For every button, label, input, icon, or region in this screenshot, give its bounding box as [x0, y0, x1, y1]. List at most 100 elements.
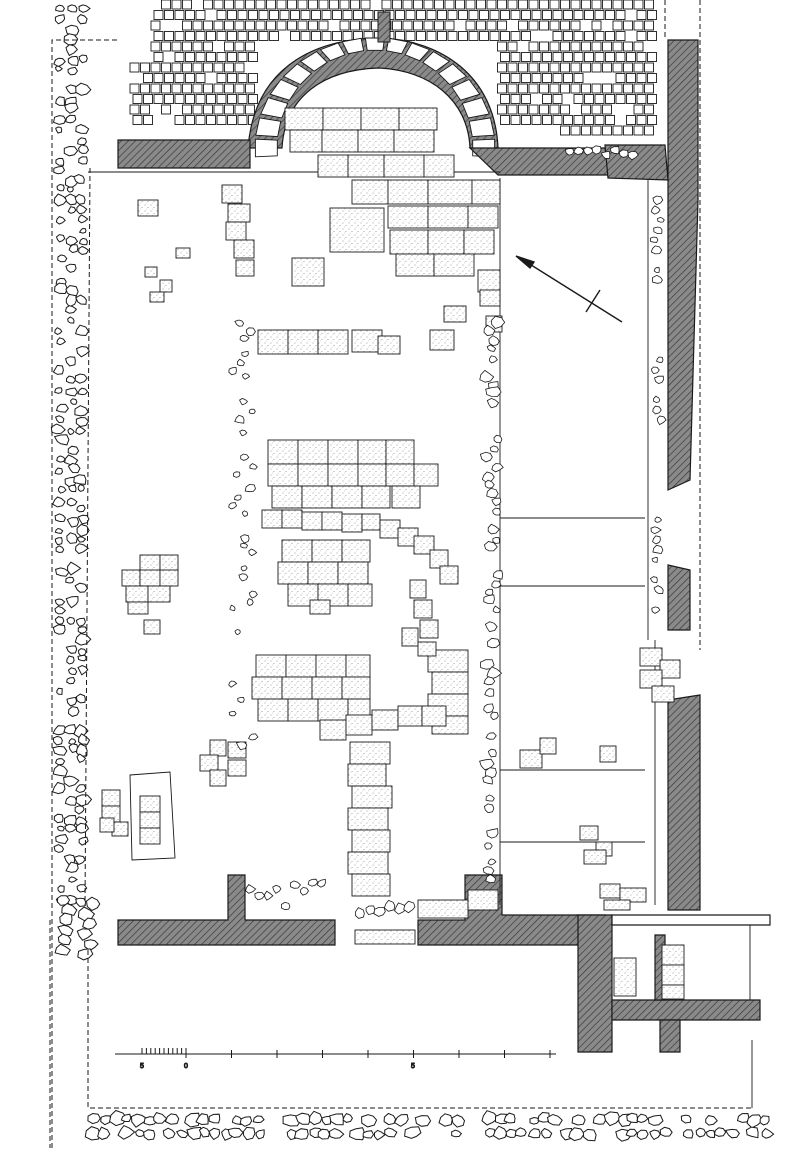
rubble-stone — [78, 836, 89, 846]
paving-tile — [245, 83, 255, 94]
paving-tile — [510, 73, 521, 83]
stone-block — [661, 964, 685, 986]
paving-tile — [339, 0, 350, 10]
paving-tile — [570, 62, 581, 73]
paving-tile — [549, 104, 560, 115]
paving-tile — [510, 10, 521, 20]
paving-tile — [318, 0, 329, 10]
rubble-stone — [65, 235, 79, 246]
paving-tile — [213, 20, 224, 31]
paving-tile — [447, 31, 458, 41]
paving-tile — [297, 20, 308, 31]
paving-tile — [549, 0, 560, 10]
paving-tile — [297, 0, 308, 10]
stone-block — [341, 676, 371, 700]
paving-tile — [507, 62, 518, 73]
rubble-stone — [87, 1112, 101, 1125]
stone-block — [315, 654, 347, 678]
dashed-outline — [49, 0, 752, 1148]
paving-tile — [521, 10, 531, 20]
rubble-stone — [245, 883, 257, 894]
paving-tile — [581, 41, 591, 52]
paving-tile — [224, 83, 234, 94]
rubble-stone — [55, 834, 69, 845]
paving-tile — [350, 0, 360, 10]
rubble-stone — [482, 866, 495, 875]
rubble-stone — [486, 487, 499, 499]
paving-tile — [549, 20, 560, 31]
paving-tile — [497, 0, 507, 10]
stone-block — [379, 519, 401, 539]
paving-tile — [245, 104, 255, 115]
stone-block — [277, 561, 309, 585]
paving-tile — [633, 62, 644, 73]
paving-tile — [486, 0, 497, 10]
rubble-stone — [66, 616, 76, 625]
paving-tile — [350, 20, 360, 31]
rubble-stone — [67, 462, 81, 474]
paving-tile — [510, 52, 521, 62]
paving-tile — [549, 62, 560, 73]
paving-tile — [234, 0, 245, 10]
paving-tile — [171, 0, 182, 10]
rubble-stone — [66, 517, 80, 528]
rubble-stone — [63, 775, 80, 788]
paving-tile — [185, 31, 195, 41]
paving-tile — [332, 10, 342, 20]
stone-block — [429, 549, 449, 569]
paving-tile — [237, 94, 248, 104]
rubble-stone — [403, 900, 416, 914]
stone-block — [419, 619, 439, 639]
rubble-stone — [77, 214, 89, 224]
rubble-stone — [68, 743, 79, 754]
stone-block — [147, 585, 171, 603]
paving-tile — [615, 52, 626, 62]
paving-tile — [584, 115, 594, 125]
paving-tile — [615, 10, 626, 20]
rubble-stone — [651, 606, 661, 614]
paving-tile — [132, 115, 143, 125]
rubble-stone — [120, 1113, 132, 1122]
paving-tile — [531, 52, 542, 62]
arch-voussoir — [404, 42, 431, 62]
rubble-stone — [654, 375, 664, 385]
paving-tile — [426, 31, 437, 41]
paving-tile — [234, 41, 245, 52]
paving-tile — [195, 73, 206, 83]
paving-tile — [224, 41, 234, 52]
stone-block — [361, 485, 391, 509]
paving-tile — [339, 20, 350, 31]
rubble-stone — [582, 1128, 597, 1142]
rubble-stone — [484, 621, 498, 633]
stone-block — [311, 539, 343, 563]
rubble-stone — [74, 324, 90, 337]
stone-block — [583, 849, 607, 865]
rubble-stone — [75, 693, 86, 704]
stone-block — [271, 485, 303, 509]
rubble-stone — [485, 732, 497, 740]
rubble-stone — [486, 666, 503, 680]
stone-block — [433, 253, 475, 277]
paving-tile — [489, 10, 500, 20]
paving-tile — [174, 52, 185, 62]
paving-tile — [237, 10, 248, 20]
rubble-stone — [55, 126, 63, 134]
rubble-stone — [77, 514, 90, 525]
paving-tile — [507, 41, 518, 52]
stone-block — [345, 654, 371, 678]
paving-tile — [437, 31, 447, 41]
paving-tile — [489, 31, 500, 41]
paving-tile — [615, 31, 626, 41]
rubble-stone — [53, 813, 64, 824]
rubble-stone — [67, 445, 80, 455]
rubble-stone — [228, 502, 237, 510]
rubble-stone — [76, 928, 94, 941]
paving-tile — [192, 62, 203, 73]
rubble-stone — [117, 1124, 136, 1140]
paving-tile — [591, 20, 602, 31]
paving-tile — [573, 52, 584, 62]
rubble-stone — [481, 471, 495, 484]
stone-block — [349, 741, 391, 765]
rubble-stone — [84, 1126, 101, 1141]
rubble-stone — [66, 676, 76, 685]
